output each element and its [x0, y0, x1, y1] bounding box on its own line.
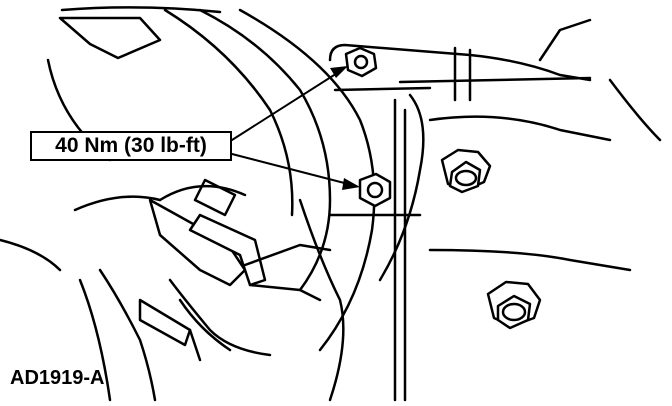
right-upper-bolt	[440, 148, 492, 194]
leader-arrowheads	[330, 66, 360, 190]
right-lower-bolt	[486, 280, 542, 330]
lower-hose	[0, 238, 272, 402]
figure-id-label: AD1919-A	[10, 367, 105, 389]
clamp-assembly	[148, 178, 332, 302]
pipe-body	[73, 8, 376, 402]
right-support	[393, 18, 662, 402]
torque-callout-label: 40 Nm (30 lb-ft)	[30, 131, 232, 161]
upper-nut	[344, 46, 378, 78]
lower-nut	[358, 172, 392, 208]
callout-leaders	[231, 69, 357, 187]
